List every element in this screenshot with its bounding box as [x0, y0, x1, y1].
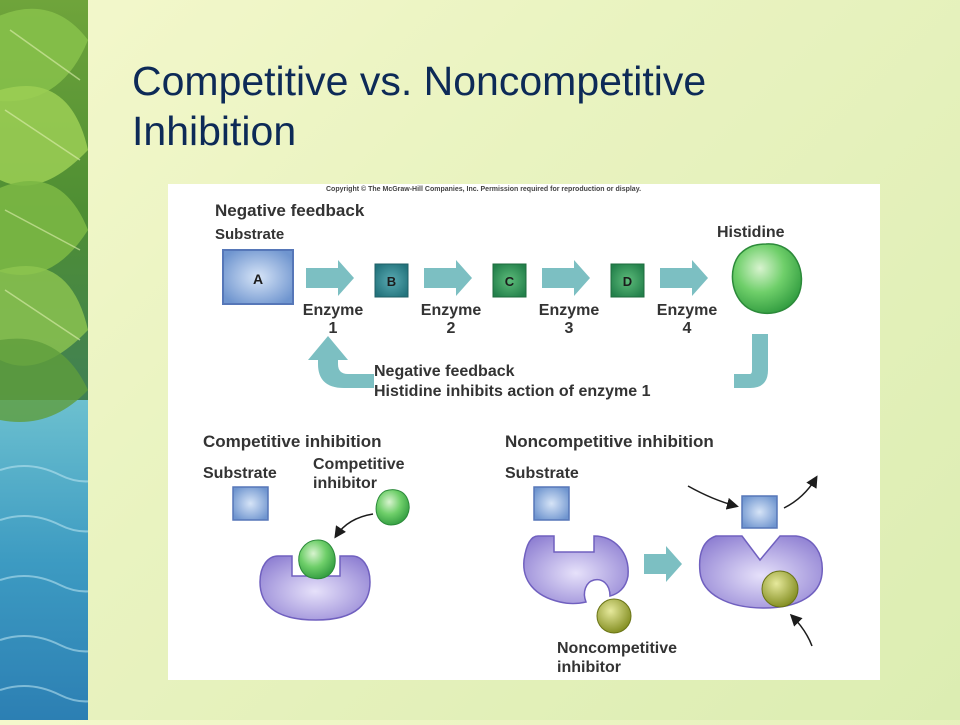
noncompetitive-rejected-substrate	[741, 495, 778, 529]
histidine-molecule	[731, 243, 803, 315]
pathway-arrow-4	[660, 260, 708, 296]
pathway-substrate-label: Substrate	[215, 226, 284, 243]
intermediate-d: D	[610, 263, 645, 298]
enzyme-inhibition-figure: Copyright © The McGraw-Hill Companies, I…	[168, 184, 880, 680]
enzyme-2-number: 2	[447, 320, 456, 337]
noncompetitive-inhibitor-label-2: inhibitor	[557, 659, 621, 676]
noncompetitive-heading: Noncompetitive inhibition	[505, 432, 714, 451]
feedback-arrow	[308, 334, 768, 388]
intermediate-d-label: D	[623, 274, 632, 289]
competitive-substrate-label: Substrate	[203, 465, 277, 482]
enzyme-2-name: Enzyme	[421, 302, 482, 319]
competitive-substrate	[232, 486, 269, 521]
competitive-enzyme	[259, 555, 371, 621]
pathway-arrow-1	[306, 260, 354, 296]
copyright-notice: Copyright © The McGraw-Hill Companies, I…	[326, 185, 641, 193]
intermediate-a-label: A	[253, 271, 263, 287]
noncompetitive-enzyme-altered	[698, 535, 823, 609]
competitive-inhibitor	[375, 489, 410, 526]
pathway-heading: Negative feedback	[215, 201, 365, 220]
competitive-inhibitor-label-2: inhibitor	[313, 475, 377, 492]
enzyme-4-name: Enzyme	[657, 302, 718, 319]
substrate-approach-arrow	[687, 485, 739, 510]
competitive-heading: Competitive inhibition	[203, 432, 382, 451]
intermediate-b: B	[374, 263, 409, 298]
inhibitor-binding-arrow	[789, 613, 813, 647]
competitive-bound-inhibitor	[298, 539, 336, 580]
pathway-arrow-2	[424, 260, 472, 296]
noncompetitive-substrate	[533, 486, 570, 521]
noncompetitive-substrate-label: Substrate	[505, 465, 579, 482]
feedback-label-line-1: Negative feedback	[374, 363, 515, 380]
feedback-label-line-2: Histidine inhibits action of enzyme 1	[374, 383, 651, 400]
product-label: Histidine	[717, 224, 785, 241]
enzyme-4-number: 4	[683, 320, 692, 337]
substrate-release-arrow	[783, 475, 818, 509]
competitive-inhibitor-label-1: Competitive	[313, 456, 405, 473]
noncompetitive-transition-arrow	[644, 546, 682, 582]
enzyme-3-number: 3	[565, 320, 574, 337]
title-line-1: Competitive vs. Noncompetitive	[132, 58, 707, 104]
intermediate-b-label: B	[387, 274, 396, 289]
intermediate-a: A	[222, 249, 294, 305]
intermediate-c-label: C	[505, 274, 515, 289]
noncompetitive-inhibitor-label-1: Noncompetitive	[557, 640, 677, 657]
enzyme-1-name: Enzyme	[303, 302, 364, 319]
competitive-binding-arrow	[334, 513, 374, 539]
enzyme-1-number: 1	[329, 320, 338, 337]
title-line-2: Inhibition	[132, 108, 297, 154]
enzyme-3-name: Enzyme	[539, 302, 600, 319]
noncompetitive-enzyme-active	[523, 535, 629, 605]
noncompetitive-bound-inhibitor	[761, 570, 799, 608]
slide-title: Competitive vs. Noncompetitive Inhibitio…	[132, 56, 912, 156]
intermediate-c: C	[492, 263, 527, 298]
decorative-sidebar	[0, 0, 121, 720]
pathway-arrow-3	[542, 260, 590, 296]
noncompetitive-inhibitor	[596, 598, 632, 634]
